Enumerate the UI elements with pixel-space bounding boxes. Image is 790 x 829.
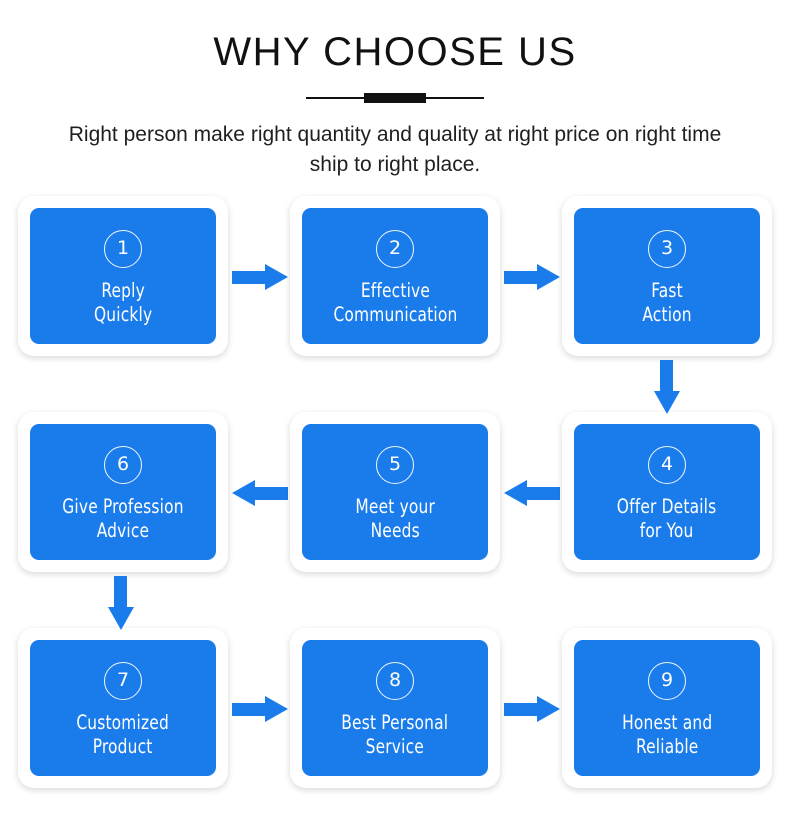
step-number-4: 4 <box>648 445 686 484</box>
divider-bar <box>364 93 426 103</box>
arrow-head <box>504 480 527 506</box>
flow-row-1: 1 Reply Quickly 2 Effective Communicatio… <box>0 196 790 356</box>
flow-card-2-label: Effective Communication <box>333 278 457 326</box>
flow-card-7-label: Customized Product <box>76 710 170 758</box>
title-divider <box>306 92 484 104</box>
arrow-left-icon-2 <box>504 480 560 506</box>
flow-card-9[interactable]: 9 Honest and Reliable <box>562 628 772 788</box>
flow-row-3: 7 Customized Product 8 Best Personal Ser… <box>0 628 790 788</box>
arrow-head <box>265 696 288 722</box>
flow-card-2-body: 2 Effective Communication <box>302 208 488 344</box>
step-number-3: 3 <box>648 229 686 268</box>
arrow-right-icon-3 <box>232 696 288 722</box>
arrow-shaft <box>504 703 538 716</box>
flow-card-3-label: Fast Action <box>642 278 692 326</box>
flow-card-1-label: Reply Quickly <box>93 278 153 326</box>
flow-card-8-label: Best Personal Service <box>341 710 449 758</box>
flow-card-4-body: 4 Offer Details for You <box>574 424 760 560</box>
flow-card-7-body: 7 Customized Product <box>30 640 216 776</box>
step-number-6: 6 <box>104 445 142 484</box>
flow-card-2[interactable]: 2 Effective Communication <box>290 196 500 356</box>
flow-card-9-label: Honest and Reliable <box>621 710 713 758</box>
step-number-8: 8 <box>376 661 414 700</box>
arrow-down-icon-left <box>108 576 134 630</box>
page-header: WHY CHOOSE US Right person make right qu… <box>0 0 790 180</box>
flow-card-3-body: 3 Fast Action <box>574 208 760 344</box>
arrow-down-icon-right <box>654 360 680 414</box>
flow-card-1[interactable]: 1 Reply Quickly <box>18 196 228 356</box>
flow-card-4-label: Offer Details for You <box>617 494 717 542</box>
step-number-5: 5 <box>376 445 414 484</box>
process-flow: 1 Reply Quickly 2 Effective Communicatio… <box>0 196 790 788</box>
flow-card-5[interactable]: 5 Meet your Needs <box>290 412 500 572</box>
arrow-shaft <box>114 576 127 608</box>
arrow-head <box>537 696 560 722</box>
arrow-shaft <box>526 487 560 500</box>
arrow-right-icon-1 <box>232 264 288 290</box>
arrow-shaft <box>232 271 266 284</box>
arrow-shaft <box>232 703 266 716</box>
flow-card-5-body: 5 Meet your Needs <box>302 424 488 560</box>
flow-card-1-body: 1 Reply Quickly <box>30 208 216 344</box>
flow-card-4[interactable]: 4 Offer Details for You <box>562 412 772 572</box>
flow-card-8-body: 8 Best Personal Service <box>302 640 488 776</box>
page-subtitle: Right person make right quantity and qua… <box>68 123 722 176</box>
arrow-right-icon-4 <box>504 696 560 722</box>
arrow-shaft <box>660 360 673 392</box>
arrow-shaft <box>504 271 538 284</box>
step-number-1: 1 <box>104 229 142 268</box>
step-number-9: 9 <box>648 661 686 700</box>
arrow-head <box>537 264 560 290</box>
arrow-head <box>654 391 680 414</box>
step-number-2: 2 <box>376 229 414 268</box>
arrow-right-icon-2 <box>504 264 560 290</box>
flow-card-6-label: Give Profession Advice <box>62 494 184 542</box>
arrow-head <box>232 480 255 506</box>
flow-card-5-label: Meet your Needs <box>355 494 435 542</box>
step-number-7: 7 <box>104 661 142 700</box>
flow-row-2: 6 Give Profession Advice 5 Meet your Nee… <box>0 412 790 572</box>
flow-card-6-body: 6 Give Profession Advice <box>30 424 216 560</box>
arrow-shaft <box>254 487 288 500</box>
flow-card-3[interactable]: 3 Fast Action <box>562 196 772 356</box>
arrow-head <box>265 264 288 290</box>
arrow-left-icon-1 <box>232 480 288 506</box>
arrow-head <box>108 607 134 630</box>
page-title: WHY CHOOSE US <box>213 30 577 74</box>
flow-card-7[interactable]: 7 Customized Product <box>18 628 228 788</box>
flow-card-9-body: 9 Honest and Reliable <box>574 640 760 776</box>
flow-card-8[interactable]: 8 Best Personal Service <box>290 628 500 788</box>
flow-card-6[interactable]: 6 Give Profession Advice <box>18 412 228 572</box>
